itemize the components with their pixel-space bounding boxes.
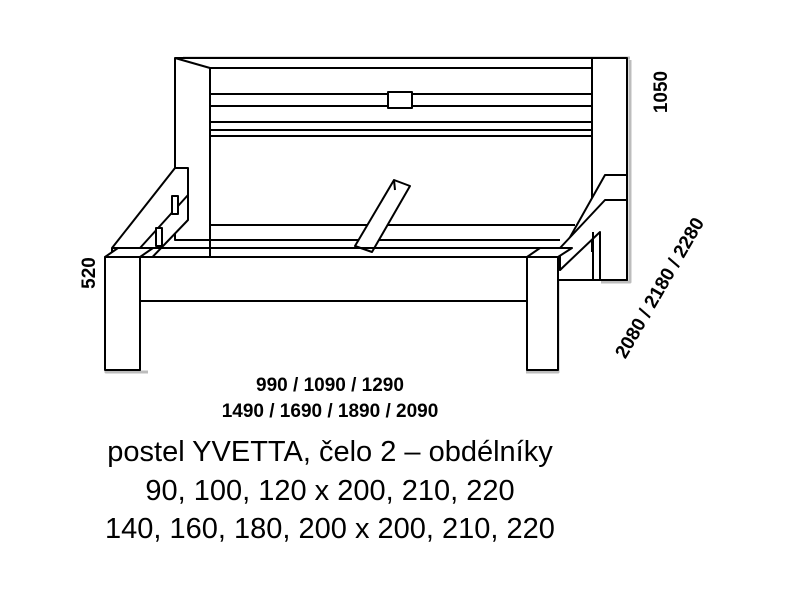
center-slat [354,179,411,253]
dimension-width-line2: 1490 / 1690 / 1890 / 2090 [222,401,439,422]
caption-sizes-line1: 90, 100, 120 x 200, 210, 220 [145,475,514,507]
inner-frame [210,224,575,241]
rail-slot-lower [155,227,163,247]
footboard [104,247,573,371]
dimension-width-line1: 990 / 1090 / 1290 [256,375,404,396]
rail-slot-upper [171,195,179,215]
bed-frame [104,56,632,374]
right-side-rail [559,174,628,281]
caption-sizes-line2: 140, 160, 180, 200 x 200, 210, 220 [105,513,555,545]
dimension-headboard-height: 1050 [651,71,672,113]
caption-title: postel YVETTA, čelo 2 – obdélníky [107,436,553,468]
dimension-footboard-height: 520 [79,257,100,289]
headboard [174,57,628,281]
headboard-center-block [387,91,413,109]
